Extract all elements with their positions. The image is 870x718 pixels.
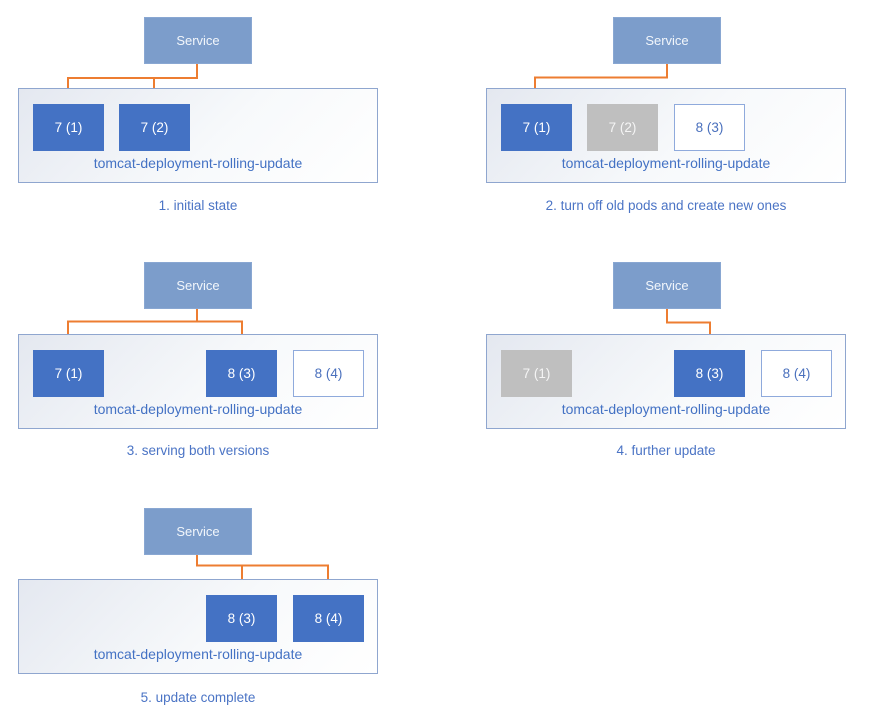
pod-8-3: 8 (3) [674, 104, 745, 151]
deployment-label: tomcat-deployment-rolling-update [93, 401, 303, 417]
pod-7-2: 7 (2) [587, 104, 658, 151]
panel-caption: 1. initial state [158, 198, 238, 213]
service-label: Service [176, 33, 220, 48]
pod-label: 7 (2) [608, 120, 637, 135]
pod-8-4: 8 (4) [293, 595, 364, 642]
pod-label: 7 (2) [140, 120, 169, 135]
service-box: Service [144, 508, 252, 555]
deployment-label: tomcat-deployment-rolling-update [93, 646, 303, 662]
pod-label: 7 (1) [522, 120, 551, 135]
pod-label: 8 (3) [695, 366, 724, 381]
pod-7-1: 7 (1) [33, 104, 104, 151]
deployment-container: 7 (1) 8 (3) 8 (4) tomcat-deployment-roll… [486, 334, 846, 429]
pod-label: 8 (3) [227, 366, 256, 381]
panel-caption: 2. turn off old pods and create new ones [545, 198, 787, 213]
pod-7-1: 7 (1) [501, 104, 572, 151]
service-box: Service [613, 262, 721, 309]
pod-label: 7 (1) [54, 120, 83, 135]
pod-8-3: 8 (3) [674, 350, 745, 397]
deployment-label: tomcat-deployment-rolling-update [561, 155, 771, 171]
pod-label: 7 (1) [522, 366, 551, 381]
pod-label: 7 (1) [54, 366, 83, 381]
pod-label: 8 (4) [314, 366, 343, 381]
service-label: Service [176, 278, 220, 293]
pod-7-2: 7 (2) [119, 104, 190, 151]
service-box: Service [144, 17, 252, 64]
pod-8-4: 8 (4) [761, 350, 832, 397]
service-label: Service [176, 524, 220, 539]
service-label: Service [645, 33, 689, 48]
deployment-container: 8 (3) 8 (4) tomcat-deployment-rolling-up… [18, 579, 378, 674]
deployment-label: tomcat-deployment-rolling-update [561, 401, 771, 417]
service-box: Service [144, 262, 252, 309]
pod-label: 8 (4) [314, 611, 343, 626]
deployment-container: 7 (1) 7 (2) 8 (3) tomcat-deployment-roll… [486, 88, 846, 183]
deployment-container: 7 (1) 7 (2) tomcat-deployment-rolling-up… [18, 88, 378, 183]
pod-label: 8 (3) [695, 120, 724, 135]
pod-7-1: 7 (1) [501, 350, 572, 397]
pod-7-1: 7 (1) [33, 350, 104, 397]
pod-8-3: 8 (3) [206, 350, 277, 397]
service-label: Service [645, 278, 689, 293]
deployment-label: tomcat-deployment-rolling-update [93, 155, 303, 171]
pod-8-3: 8 (3) [206, 595, 277, 642]
pod-8-4: 8 (4) [293, 350, 364, 397]
pod-label: 8 (4) [782, 366, 811, 381]
panel-caption: 4. further update [616, 443, 716, 458]
service-box: Service [613, 17, 721, 64]
panel-caption: 5. update complete [140, 690, 256, 705]
pod-label: 8 (3) [227, 611, 256, 626]
deployment-container: 7 (1) 8 (3) 8 (4) tomcat-deployment-roll… [18, 334, 378, 429]
panel-caption: 3. serving both versions [126, 443, 270, 458]
